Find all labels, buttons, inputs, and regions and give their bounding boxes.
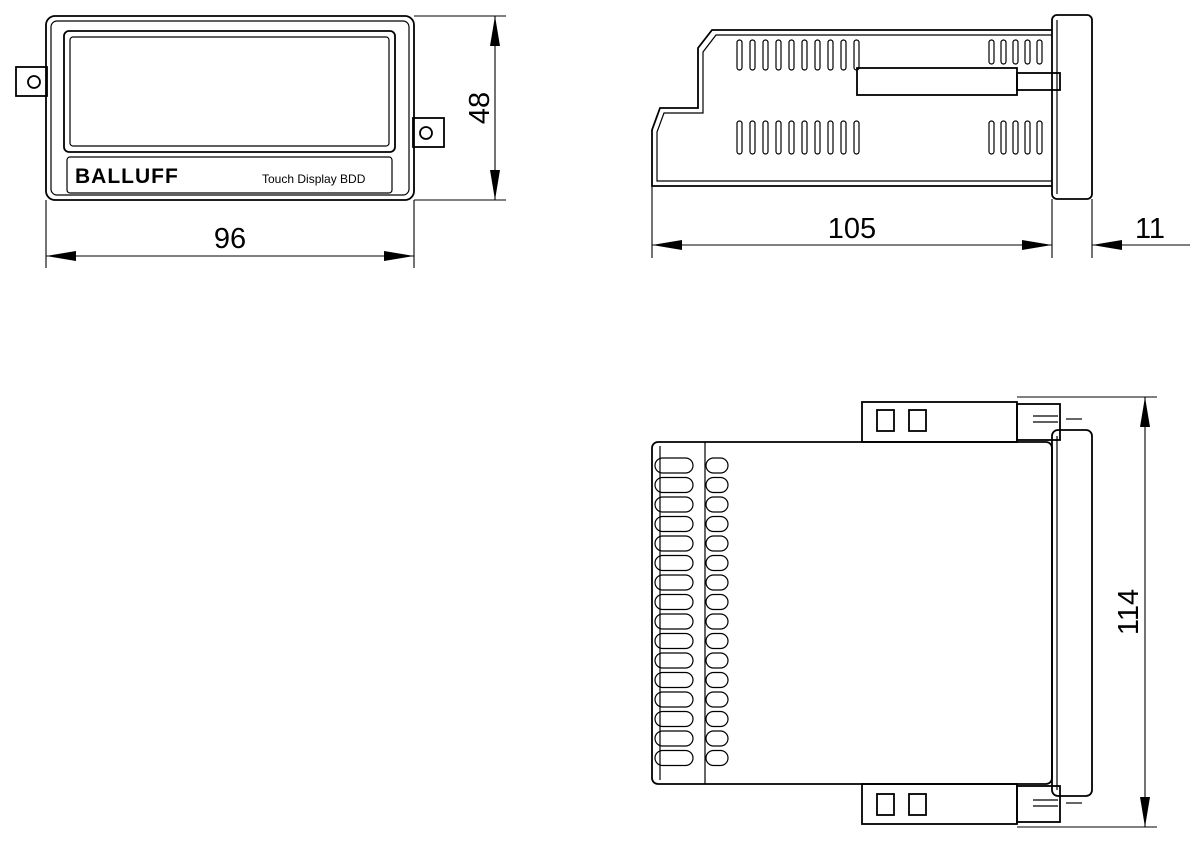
vent-slot [736, 120, 743, 155]
vent-slot [814, 120, 821, 155]
length-dimension: 105 [651, 186, 1093, 258]
terminal-front [705, 476, 729, 494]
vent-slot [775, 120, 782, 155]
terminal-front [705, 554, 729, 572]
vent-slot [1000, 39, 1007, 65]
top-view: 114 [651, 396, 1157, 828]
vent-slot [827, 120, 834, 155]
vent-slot [736, 39, 743, 71]
terminal-front [705, 593, 729, 611]
vent-slot [1036, 120, 1043, 155]
top-clamp-lower [861, 783, 1082, 825]
label-strip [66, 156, 393, 194]
width-dimension: 96 [45, 200, 415, 268]
terminal-front [705, 671, 729, 689]
vent-slot [827, 39, 834, 71]
vent-slot [749, 120, 756, 155]
terminal-front [705, 457, 729, 474]
terminal-rear [654, 730, 694, 747]
side-mounting-clamp [856, 67, 1018, 96]
terminal-rear [654, 554, 694, 572]
vent-slot [853, 120, 860, 155]
terminal-front [705, 710, 729, 728]
vent-slot [1012, 120, 1019, 155]
vent-slot [762, 120, 769, 155]
terminal-rear [654, 574, 694, 591]
terminal-rear [654, 613, 694, 630]
side-clamp-screw [1016, 72, 1061, 91]
bezel-dimension-value: 11 [1135, 213, 1165, 245]
side-housing-outline [651, 29, 1052, 187]
side-bezel [1051, 14, 1093, 200]
vent-slot [1024, 120, 1031, 155]
depth-dimension-value: 114 [1113, 589, 1145, 635]
length-dimension-value: 105 [828, 213, 876, 245]
terminal-front [705, 496, 729, 513]
side-view: 105 11 [651, 14, 1190, 258]
terminal-front [705, 515, 729, 533]
terminal-rear [654, 476, 694, 494]
terminal-rear [654, 671, 694, 689]
terminal-rear [654, 515, 694, 533]
vent-slot [1012, 39, 1019, 65]
right-mounting-lug [412, 117, 445, 148]
height-dimension-value: 48 [464, 92, 496, 124]
vent-slot [788, 39, 795, 71]
vent-slot [840, 120, 847, 155]
vent-slot [775, 39, 782, 71]
width-dimension-value: 96 [214, 223, 246, 255]
vent-slot [1000, 120, 1007, 155]
vent-slot [1024, 39, 1031, 65]
vent-slot [801, 120, 808, 155]
display-window [63, 30, 396, 153]
terminal-rear [654, 535, 694, 552]
terminal-front [705, 749, 729, 767]
vent-slot [988, 39, 995, 65]
side-vent-slots [736, 39, 1043, 155]
top-housing [651, 441, 1053, 785]
terminal-front [705, 574, 729, 591]
front-housing-outer [45, 15, 415, 201]
vent-slot [801, 39, 808, 71]
brand-logo: BALLUFF [75, 165, 179, 188]
vent-slot [840, 39, 847, 71]
terminal-rear [654, 632, 694, 650]
terminal-rear [654, 593, 694, 611]
terminal-rear [654, 710, 694, 728]
model-label: Touch Display BDD [262, 172, 366, 186]
terminal-rear [654, 496, 694, 513]
vent-slot [1036, 39, 1043, 65]
terminal-front [705, 613, 729, 630]
terminal-blocks [654, 457, 729, 767]
display-screen [69, 36, 390, 147]
vent-slot [749, 39, 756, 71]
terminal-front [705, 652, 729, 669]
front-housing-inner [50, 20, 410, 196]
vent-slot [762, 39, 769, 71]
terminal-rear [654, 691, 694, 708]
bezel-dimension: 11 [1092, 213, 1190, 250]
terminal-front [705, 691, 729, 708]
left-mounting-lug [15, 66, 48, 97]
height-dimension: 48 [414, 15, 506, 201]
terminal-front [705, 730, 729, 747]
top-bezel [1051, 429, 1093, 797]
terminal-rear [654, 749, 694, 767]
vent-slot [853, 39, 860, 71]
vent-slot [988, 120, 995, 155]
top-clamp-upper [861, 401, 1082, 443]
terminal-rear [654, 457, 694, 474]
terminal-front [705, 632, 729, 650]
front-view: BALLUFF Touch Display BDD 96 48 [15, 15, 506, 268]
terminal-front [705, 535, 729, 552]
vent-slot [788, 120, 795, 155]
depth-dimension: 114 [1017, 396, 1157, 828]
vent-slot [814, 39, 821, 71]
terminal-rear [654, 652, 694, 669]
